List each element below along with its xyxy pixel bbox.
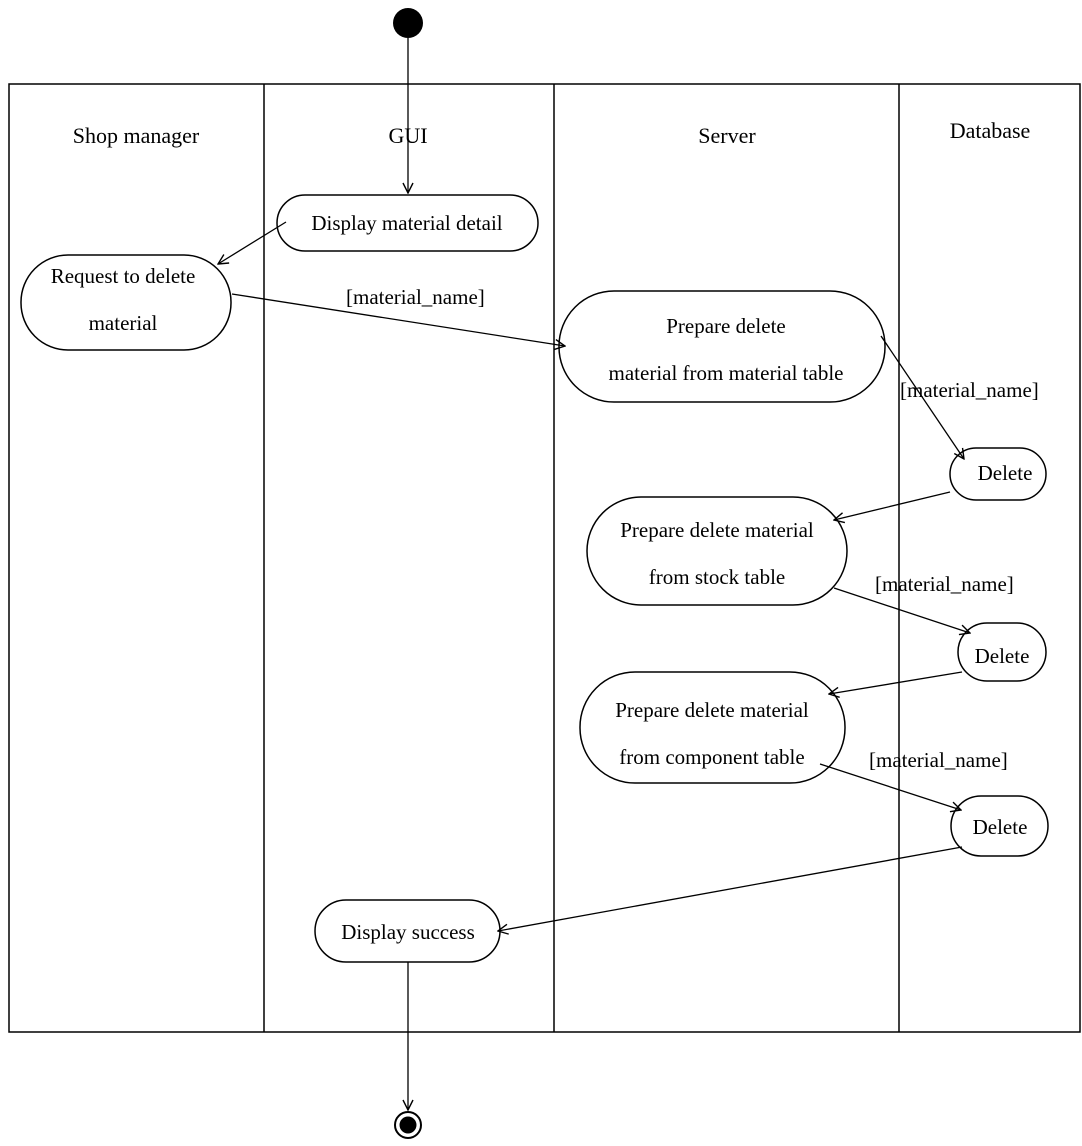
flow-arrow	[819, 763, 961, 810]
activity-prepare-delete-component-table	[579, 671, 846, 784]
flow-arrow	[218, 221, 287, 264]
guard-label: [material_name]	[346, 285, 485, 309]
lane-headers: Shop manager GUI Server Database	[73, 118, 1031, 148]
label-delete-2: Delete	[975, 644, 1030, 668]
final-node	[394, 1111, 422, 1139]
label-prepare-material-line-2: material from material table	[609, 361, 844, 385]
guard-labels: [material_name] [material_name] [materia…	[346, 285, 1039, 772]
swimlane-border	[8, 83, 1081, 1033]
flow-arrow	[833, 587, 970, 633]
guard-label: [material_name]	[869, 748, 1008, 772]
label-prepare-component-line-2: from component table	[619, 745, 804, 769]
label-delete-3: Delete	[973, 815, 1028, 839]
label-prepare-stock-line-1: Prepare delete material	[620, 518, 814, 542]
label-display-material-detail: Display material detail	[311, 211, 502, 235]
initial-node	[393, 8, 423, 38]
swimlane-frame	[8, 83, 1081, 1033]
label-delete-1: Delete	[978, 461, 1033, 485]
label-prepare-material-line-1: Prepare delete	[666, 314, 786, 338]
label-prepare-component-line-1: Prepare delete material	[615, 698, 809, 722]
activity-delete-1	[949, 447, 1047, 501]
activity-prepare-delete-stock-table	[586, 496, 848, 606]
label-prepare-stock-line-2: from stock table	[649, 565, 785, 589]
label-request-line-1: Request to delete	[51, 264, 196, 288]
flow-arrow	[880, 335, 964, 459]
activity-display-material-detail	[276, 194, 539, 252]
activity-prepare-delete-material-table	[558, 290, 886, 403]
activity-delete-2	[957, 622, 1047, 682]
control-flows	[218, 38, 970, 1110]
flow-arrow	[498, 846, 963, 931]
lane-header-database: Database	[950, 118, 1031, 143]
guard-label: [material_name]	[875, 572, 1014, 596]
activity-nodes	[20, 194, 1049, 963]
label-display-success: Display success	[341, 920, 475, 944]
lane-header-server: Server	[698, 123, 756, 148]
label-request-line-2: material	[89, 311, 158, 335]
activity-request-to-delete-material	[20, 254, 232, 351]
lane-header-shop-manager: Shop manager	[73, 123, 200, 148]
flow-arrow	[231, 293, 565, 346]
activity-delete-3	[950, 795, 1049, 857]
guard-label: [material_name]	[900, 378, 1039, 402]
flow-arrow	[829, 671, 963, 694]
flow-arrow	[834, 491, 951, 520]
activity-labels: Display material detail Request to delet…	[51, 211, 1033, 944]
